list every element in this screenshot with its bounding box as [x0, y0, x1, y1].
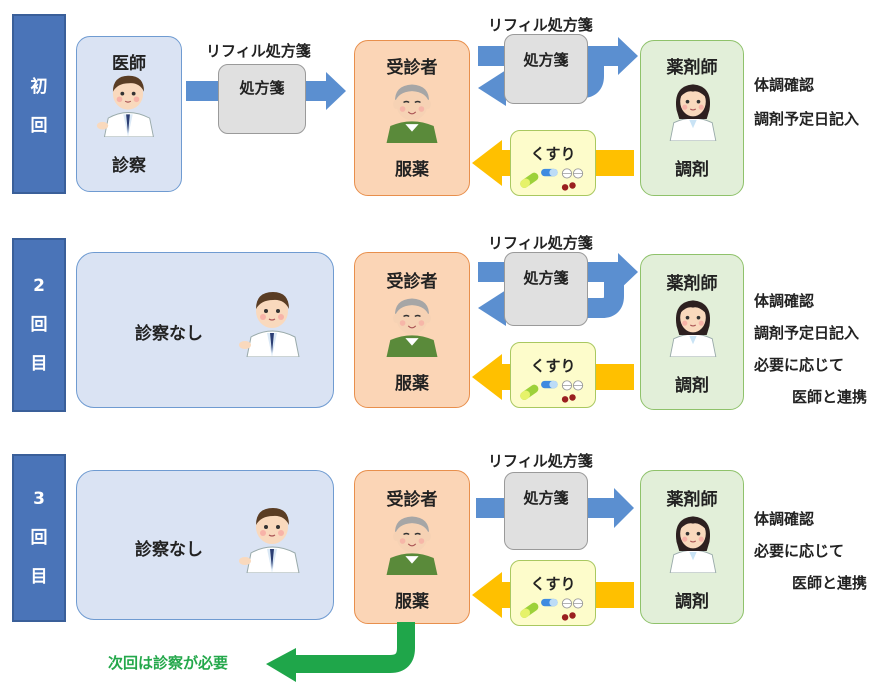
note-line: 調剤予定日記入 [754, 324, 860, 342]
pharmacist-box: 薬剤師 調剤 [640, 470, 744, 624]
row1-tab-char: 初 [30, 77, 48, 97]
note-line: 体調確認 [754, 510, 815, 528]
medicine-box: くすり [510, 560, 596, 626]
prescription-label: 処方箋 [523, 51, 569, 69]
row2-tab: 2 回 目 [12, 238, 66, 412]
doctor-title: 医師 [112, 54, 146, 74]
patient-action: 服薬 [395, 160, 429, 180]
medicine-label: くすり [530, 575, 576, 593]
row2-tab-char: 2 [33, 276, 45, 296]
elderly-patient-icon [379, 291, 445, 357]
patient-title: 受診者 [386, 272, 438, 292]
medicine-icon [517, 595, 591, 623]
no-exam-box: 診察なし [76, 252, 334, 408]
no-exam-box: 診察なし [76, 470, 334, 620]
next-visit-label: 次回は診察が必要 [108, 654, 229, 672]
no-exam-label: 診察なし [135, 324, 203, 344]
medicine-label: くすり [530, 357, 576, 375]
pharmacist-icon [661, 77, 725, 141]
note-line: 必要に応じて [754, 356, 845, 374]
pharmacist-box: 薬剤師 調剤 [640, 40, 744, 196]
row3-tab-char: 3 [33, 489, 45, 509]
row1-tab-char: 回 [30, 116, 48, 136]
prescription-label: 処方箋 [523, 489, 569, 507]
medicine-label: くすり [530, 145, 576, 163]
row3-tab-char: 回 [30, 528, 48, 548]
pharmacist-box: 薬剤師 調剤 [640, 254, 744, 410]
prescription-label: 処方箋 [523, 269, 569, 287]
medicine-box: くすり [510, 342, 596, 408]
doctor-icon [95, 71, 161, 137]
patient-action: 服薬 [395, 592, 429, 612]
prescription-box: 処方箋 [504, 252, 588, 326]
medicine-icon [517, 165, 591, 193]
pharmacist-title: 薬剤師 [666, 274, 718, 294]
row2-tab-char: 回 [30, 315, 48, 335]
prescription-box: 処方箋 [218, 64, 306, 134]
refill-label: リフィル処方箋 [488, 234, 593, 252]
note-line: 医師と連携 [792, 574, 868, 592]
pharmacist-action: 調剤 [675, 160, 709, 180]
patient-box: 受診者 服薬 [354, 470, 470, 624]
note-line: 必要に応じて [754, 542, 845, 560]
pharmacist-title: 薬剤師 [666, 490, 718, 510]
row3-tab: 3 回 目 [12, 454, 66, 622]
row1-tab: 初 回 [12, 14, 66, 194]
prescription-box: 処方箋 [504, 34, 588, 104]
medicine-icon [517, 377, 591, 405]
doctor-box: 医師 診察 [76, 36, 182, 192]
patient-title: 受診者 [386, 490, 438, 510]
note-line: 体調確認 [754, 76, 815, 94]
patient-box: 受診者 服薬 [354, 40, 470, 196]
pharmacist-icon [661, 509, 725, 573]
note-line: 調剤予定日記入 [754, 110, 860, 128]
pharmacist-title: 薬剤師 [666, 58, 718, 78]
prescription-box: 処方箋 [504, 472, 588, 550]
patient-box: 受診者 服薬 [354, 252, 470, 408]
doctor-icon [237, 503, 307, 573]
refill-label: リフィル処方箋 [488, 452, 593, 470]
row3-tab-char: 目 [30, 567, 48, 587]
refill-label: リフィル処方箋 [488, 16, 593, 34]
pharmacist-action: 調剤 [675, 376, 709, 396]
note-line: 体調確認 [754, 292, 815, 310]
doctor-action: 診察 [112, 156, 146, 176]
doctor-icon [237, 287, 307, 357]
next-visit-arrow [266, 622, 415, 682]
row2-tab-char: 目 [30, 354, 48, 374]
medicine-box: くすり [510, 130, 596, 196]
elderly-patient-icon [379, 509, 445, 575]
patient-action: 服薬 [395, 374, 429, 394]
no-exam-label: 診察なし [135, 540, 203, 560]
pharmacist-action: 調剤 [675, 592, 709, 612]
patient-title: 受診者 [386, 58, 438, 78]
prescription-label: 処方箋 [239, 79, 285, 97]
refill-label: リフィル処方箋 [206, 42, 311, 60]
pharmacist-icon [661, 293, 725, 357]
elderly-patient-icon [379, 77, 445, 143]
note-line: 医師と連携 [792, 388, 868, 406]
